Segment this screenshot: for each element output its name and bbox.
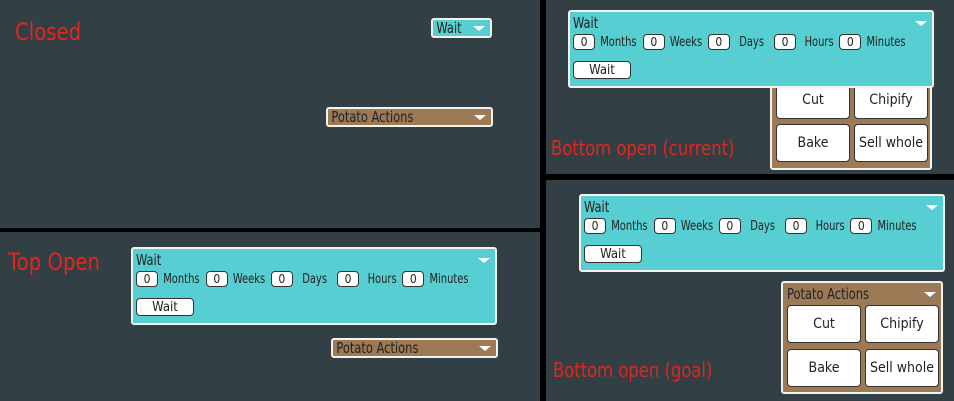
- weeks-input[interactable]: 0: [653, 218, 676, 234]
- potato-actions-dropdown[interactable]: Potato Actions: [326, 107, 493, 127]
- hours-label: Hours: [815, 218, 845, 234]
- days-label: Days: [739, 34, 764, 50]
- label-bottom-open-goal: Bottom open (goal): [553, 358, 713, 382]
- days-label: Days: [302, 271, 327, 287]
- days-input[interactable]: 0: [270, 271, 293, 287]
- chevron-down-icon: [474, 115, 486, 120]
- sell-whole-button[interactable]: Sell whole: [865, 349, 939, 387]
- wait-panel: Wait 0 Months 0 Weeks 0 Days 0 Hours 0 M…: [579, 194, 945, 272]
- hours-label: Hours: [804, 34, 834, 50]
- label-top-open: Top Open: [8, 248, 101, 276]
- wait-dropdown-label: Wait: [436, 19, 462, 37]
- wait-time-row: 0 Months 0 Weeks 0 Days 0 Hours 0 Minute…: [584, 218, 923, 234]
- chevron-down-icon: [473, 26, 485, 31]
- potato-actions-label: Potato Actions: [336, 339, 419, 357]
- wait-button[interactable]: Wait: [573, 61, 631, 79]
- bake-button[interactable]: Bake: [787, 349, 861, 387]
- potato-actions-title: Potato Actions: [787, 285, 870, 303]
- months-label: Months: [600, 34, 637, 50]
- hours-label: Hours: [367, 271, 397, 287]
- minutes-input[interactable]: 0: [402, 271, 425, 287]
- potato-actions-panel: Potato Actions Cut Chipify Bake Sell who…: [781, 281, 943, 394]
- potato-actions-dropdown[interactable]: Potato Actions: [331, 338, 498, 358]
- chevron-down-icon[interactable]: [926, 205, 938, 210]
- wait-time-row: 0 Months 0 Weeks 0 Days 0 Hours 0 Minute…: [573, 34, 912, 50]
- wait-panel: Wait 0 Months 0 Weeks 0 Days 0 Hours 0 M…: [568, 10, 934, 88]
- hours-input[interactable]: 0: [785, 218, 808, 234]
- sell-whole-button[interactable]: Sell whole: [854, 124, 928, 162]
- panel-top-open: Top Open Wait 0 Months 0 Weeks 0 Days 0 …: [0, 232, 540, 401]
- days-label: Days: [750, 218, 775, 234]
- minutes-input[interactable]: 0: [850, 218, 873, 234]
- chipify-button[interactable]: Chipify: [865, 305, 939, 343]
- hours-input[interactable]: 0: [774, 34, 797, 50]
- months-input[interactable]: 0: [584, 218, 606, 234]
- wait-button[interactable]: Wait: [136, 298, 194, 316]
- days-input[interactable]: 0: [718, 218, 741, 234]
- cut-button[interactable]: Cut: [787, 305, 861, 343]
- panel-closed: Closed Wait Potato Actions: [0, 0, 540, 228]
- months-input[interactable]: 0: [136, 271, 158, 287]
- weeks-label: Weeks: [669, 34, 702, 50]
- months-input[interactable]: 0: [573, 34, 595, 50]
- wait-panel-title: Wait: [584, 198, 610, 216]
- weeks-label: Weeks: [680, 218, 713, 234]
- weeks-input[interactable]: 0: [642, 34, 665, 50]
- days-input[interactable]: 0: [707, 34, 730, 50]
- label-bottom-open-current: Bottom open (current): [551, 136, 735, 160]
- hours-input[interactable]: 0: [337, 271, 360, 287]
- wait-panel: Wait 0 Months 0 Weeks 0 Days 0 Hours 0 M…: [131, 247, 497, 325]
- minutes-label: Minutes: [429, 271, 469, 287]
- weeks-label: Weeks: [232, 271, 265, 287]
- minutes-input[interactable]: 0: [839, 34, 862, 50]
- bake-button[interactable]: Bake: [776, 124, 850, 162]
- months-label: Months: [611, 218, 648, 234]
- months-label: Months: [163, 271, 200, 287]
- potato-actions-label: Potato Actions: [331, 108, 414, 126]
- wait-time-row: 0 Months 0 Weeks 0 Days 0 Hours 0 Minute…: [136, 271, 475, 287]
- minutes-label: Minutes: [866, 34, 906, 50]
- wait-panel-title: Wait: [136, 251, 162, 269]
- panel-bottom-open-goal: Wait 0 Months 0 Weeks 0 Days 0 Hours 0 M…: [546, 180, 954, 401]
- panel-bottom-open-current: Cut Chipify Bake Sell whole Wait 0 Month…: [546, 0, 954, 174]
- label-closed: Closed: [15, 18, 82, 46]
- wait-button[interactable]: Wait: [584, 245, 642, 263]
- chevron-down-icon[interactable]: [478, 258, 490, 263]
- chevron-down-icon: [479, 346, 491, 351]
- wait-dropdown[interactable]: Wait: [431, 18, 492, 38]
- chevron-down-icon[interactable]: [915, 21, 927, 26]
- weeks-input[interactable]: 0: [205, 271, 228, 287]
- minutes-label: Minutes: [877, 218, 917, 234]
- wait-panel-title: Wait: [573, 14, 599, 32]
- chevron-down-icon[interactable]: [924, 292, 936, 297]
